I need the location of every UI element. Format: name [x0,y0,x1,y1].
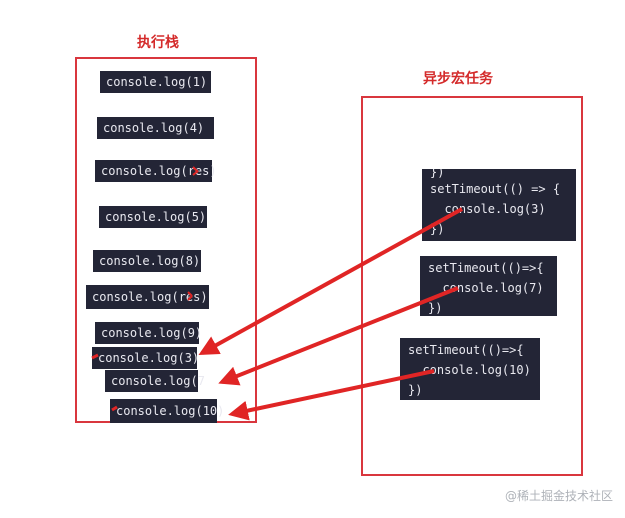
code-line: setTimeout(()=>{ [428,261,544,275]
stack-item: console.log(3) [92,347,199,369]
stack-item: console.log(5) [99,206,207,228]
code-line: setTimeout(()=>{ [408,343,524,357]
macro-task-block: }) setTimeout(() => { console.log(3) }) [422,169,576,241]
macro-task-title: 异步宏任务 [423,71,493,87]
macro-task-block: setTimeout(()=>{ console.log(10) }) [400,338,540,400]
stack-item: console.log(res) [86,285,209,309]
stack-item: console.log(10) [110,399,224,423]
code-line: }) [428,301,443,315]
stack-item: console.log(8) [93,250,201,272]
code-line: }) [430,222,445,236]
code-line: console.log(10) [408,363,531,377]
stack-item: console.log(res) [95,160,217,182]
stack-title: 执行栈 [137,35,179,51]
stack-item: console.log(9) [95,322,202,344]
code-line: }) [408,383,423,397]
code-line: }) [430,169,445,179]
stack-item: console.log(4) [97,117,214,139]
code-line: console.log(7) [428,281,544,295]
watermark: @稀土掘金技术社区 [504,489,613,503]
code-line: console.log(3) [430,202,546,216]
code-line: setTimeout(() => { [430,182,561,196]
stack-item: console.log(7 [105,370,205,392]
stack-item: console.log(1) [100,71,211,93]
macro-task-block: setTimeout(()=>{ console.log(7) }) [420,256,557,316]
